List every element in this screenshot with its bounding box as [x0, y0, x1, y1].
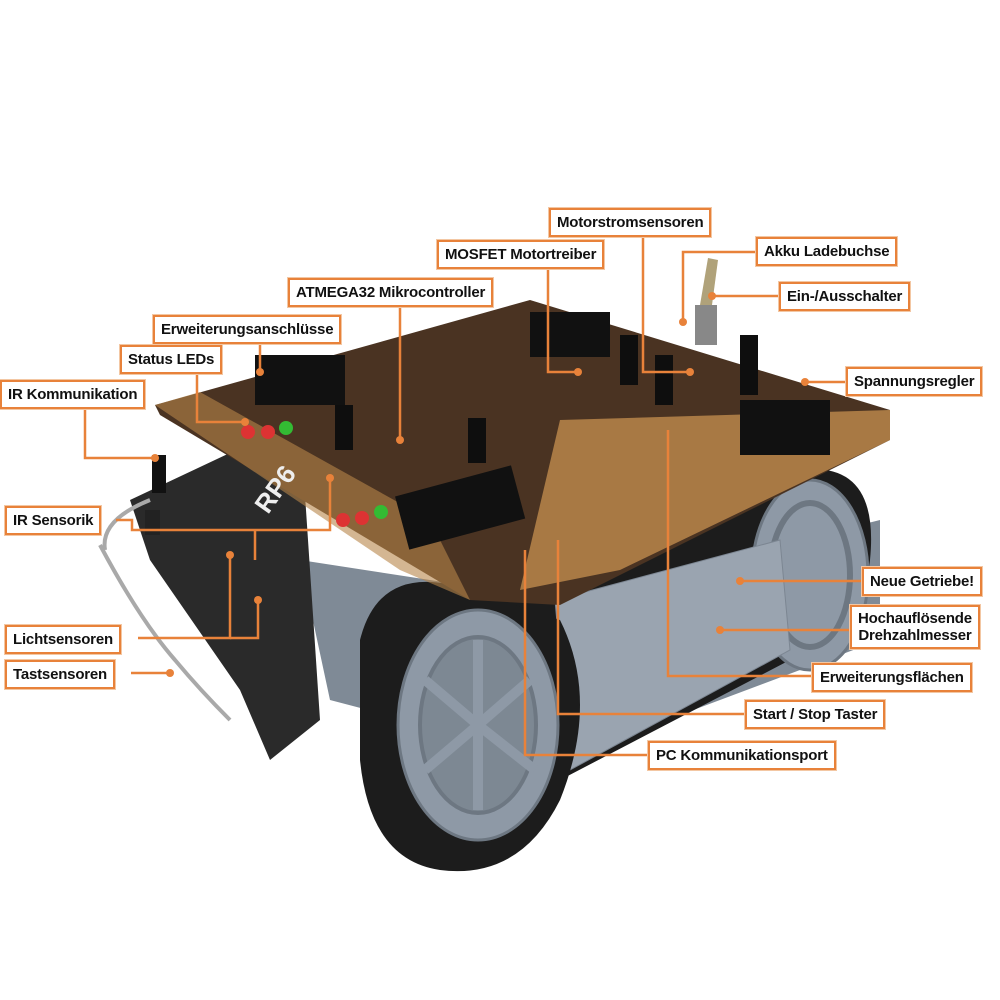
- label-mosfet-motortreiber: MOSFET Motortreiber: [437, 240, 605, 269]
- label-drehzahlmesser: Hochauflösende Drehzahlmesser: [850, 605, 980, 649]
- leader-ir-kommunikation: [83, 408, 155, 460]
- header-connector: [530, 312, 610, 357]
- leader-ir-sensorik: [116, 478, 332, 532]
- label-drehzahlmesser-line2: Drehzahlmesser: [858, 627, 972, 644]
- label-status-leds: Status LEDs: [120, 345, 223, 374]
- label-atmega32: ATMEGA32 Mikrocontroller: [288, 278, 494, 307]
- leader-motorstromsensoren: [641, 236, 690, 374]
- label-erweiterungsflaechen: Erweiterungsflächen: [812, 663, 972, 692]
- leader-akku: [681, 250, 756, 322]
- leader-pc-port: [523, 550, 648, 757]
- leader-start-stop: [556, 540, 745, 716]
- label-akku-ladebuchse: Akku Ladebuchse: [756, 237, 898, 266]
- label-ein-ausschalter: Ein-/Ausschalter: [779, 282, 911, 311]
- power-switch: [695, 305, 717, 345]
- label-lichtsensoren: Lichtsensoren: [5, 625, 121, 654]
- header-connector: [255, 355, 345, 405]
- label-ir-kommunikation: IR Kommunikation: [0, 380, 146, 409]
- label-pc-kommunikationsport: PC Kommunikationsport: [648, 741, 836, 770]
- header-connector: [395, 465, 526, 550]
- sensor-bumper: [130, 420, 320, 760]
- leader-lines: [83, 236, 862, 757]
- label-ir-sensorik: IR Sensorik: [5, 506, 102, 535]
- label-neue-getriebe: Neue Getriebe!: [862, 567, 982, 596]
- label-start-stop-taster: Start / Stop Taster: [745, 700, 886, 729]
- label-drehzahlmesser-line1: Hochauflösende: [858, 610, 972, 627]
- label-motorstromsensoren: Motorstromsensoren: [549, 208, 712, 237]
- touch-sensor-wire: [98, 544, 232, 722]
- leader-mosfet: [546, 268, 578, 374]
- leader-erweiterungsflaechen: [666, 430, 812, 678]
- label-spannungsregler: Spannungsregler: [846, 367, 983, 396]
- header-connector: [740, 400, 830, 455]
- label-tastsensoren: Tastsensoren: [5, 660, 116, 689]
- leader-status-leds: [195, 372, 245, 424]
- label-erweiterungsanschluesse: Erweiterungsanschlüsse: [153, 315, 342, 344]
